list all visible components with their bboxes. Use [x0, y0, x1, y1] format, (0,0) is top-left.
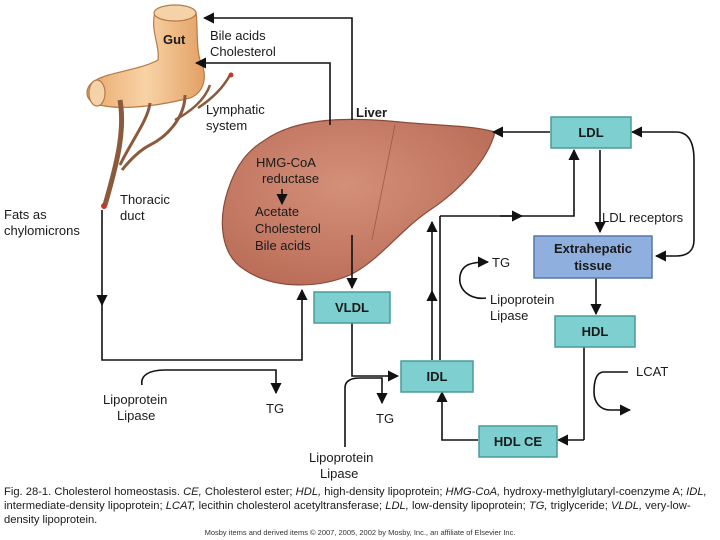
- copyright-credit: Mosby items and derived items © 2007, 20…: [204, 528, 516, 537]
- lipase-left-label-2: Lipase: [117, 408, 155, 423]
- thoracic-label-2: duct: [120, 208, 145, 223]
- lipase-mid-label-1: Lipoprotein: [309, 450, 373, 465]
- caption-fig-label: Fig. 28-1.: [4, 486, 52, 498]
- ldl-receptors-label: LDL receptors: [602, 210, 684, 225]
- bile-acids-label: Bile acids: [210, 28, 266, 43]
- svg-text:LDL: LDL: [578, 125, 603, 140]
- reductase-label: reductase: [262, 171, 319, 186]
- lipase-right-label-1: Lipoprotein: [490, 292, 554, 307]
- liver-label: Liver: [356, 105, 387, 120]
- ldl-box: LDL: [550, 116, 632, 149]
- fats-label-2: chylomicrons: [4, 223, 80, 238]
- lcat-label: LCAT: [636, 364, 668, 379]
- gut-illustration: Gut: [86, 4, 234, 209]
- pathway-lines: [96, 12, 695, 447]
- lymphatic-label-2: system: [206, 118, 247, 133]
- lipase-left-label-1: Lipoprotein: [103, 392, 167, 407]
- liver-bile-acids-label: Bile acids: [255, 238, 311, 253]
- tg-left-label: TG: [266, 401, 284, 416]
- svg-text:HDL CE: HDL CE: [494, 434, 542, 449]
- lipase-right-label-2: Lipase: [490, 308, 528, 323]
- lymphatic-label-1: Lymphatic: [206, 102, 265, 117]
- extrahepatic-tissue-box: Extrahepatic tissue: [533, 235, 653, 279]
- fats-label-1: Fats as: [4, 207, 47, 222]
- tg-right-label: TG: [492, 255, 510, 270]
- liver-illustration: Liver HMG-CoA reductase Acetate Choleste…: [221, 105, 496, 286]
- cholesterol-homeostasis-diagram: Gut Liver HMG-CoA reductase Acetate Chol…: [4, 4, 695, 481]
- hdl-ce-box: HDL CE: [478, 425, 558, 458]
- liver-cholesterol-label: Cholesterol: [255, 221, 321, 236]
- vldl-box: VLDL: [313, 291, 391, 324]
- hmg-coa-label: HMG-CoA: [256, 155, 316, 170]
- figure-caption: Fig. 28-1. Cholesterol homeostasis. CE, …: [4, 486, 707, 526]
- tg-mid-label: TG: [376, 411, 394, 426]
- acetate-label: Acetate: [255, 204, 299, 219]
- svg-text:IDL: IDL: [427, 369, 448, 384]
- svg-text:Extrahepatic: Extrahepatic: [554, 241, 632, 256]
- thoracic-label-1: Thoracic: [120, 192, 170, 207]
- cholesterol-label: Cholesterol: [210, 44, 276, 59]
- gut-label: Gut: [163, 32, 186, 47]
- svg-text:HDL: HDL: [582, 324, 609, 339]
- idl-box: IDL: [400, 360, 474, 393]
- svg-text:VLDL: VLDL: [335, 300, 369, 315]
- lipase-mid-label-2: Lipase: [320, 466, 358, 481]
- hdl-box: HDL: [554, 315, 636, 348]
- svg-text:tissue: tissue: [574, 258, 612, 273]
